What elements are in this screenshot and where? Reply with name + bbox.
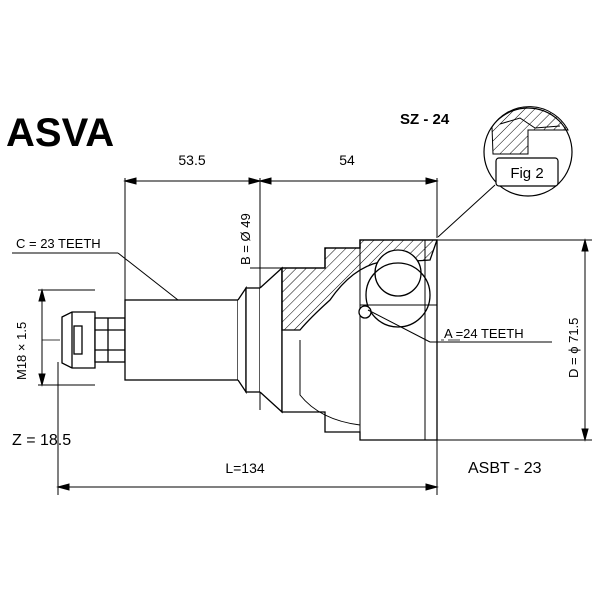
dim-thread: M18 × 1.5: [14, 322, 29, 380]
dim-z: Z = 18.5: [12, 432, 71, 449]
outer-bell: [281, 239, 438, 441]
l-dim: [56, 362, 439, 495]
thread-dim: [38, 288, 95, 387]
a-leader: [367, 309, 552, 343]
top-dimensions: [123, 177, 439, 410]
dim-b: 54: [339, 152, 355, 168]
c-leader: [12, 252, 179, 301]
ref-code: ASBT - 23: [468, 460, 542, 477]
fig-label: Fig 2: [510, 165, 543, 182]
dim-length: L=134: [225, 460, 265, 476]
brand-logo: ASVA: [6, 111, 114, 155]
dim-b-indicator: [250, 267, 300, 275]
shaft: [61, 266, 283, 414]
dim-a: 53.5: [178, 152, 205, 168]
label-c-teeth: C = 23 TEETH: [16, 236, 101, 251]
fig-detail: Fig 2: [437, 106, 573, 238]
dim-d-dia: D = ϕ 71.5: [566, 318, 581, 378]
dim-outer-dia: B = Ø 49: [238, 213, 253, 265]
d-dim: [437, 238, 592, 442]
label-a-teeth: A =24 TEETH: [444, 326, 524, 341]
part-code: SZ - 24: [400, 111, 450, 128]
